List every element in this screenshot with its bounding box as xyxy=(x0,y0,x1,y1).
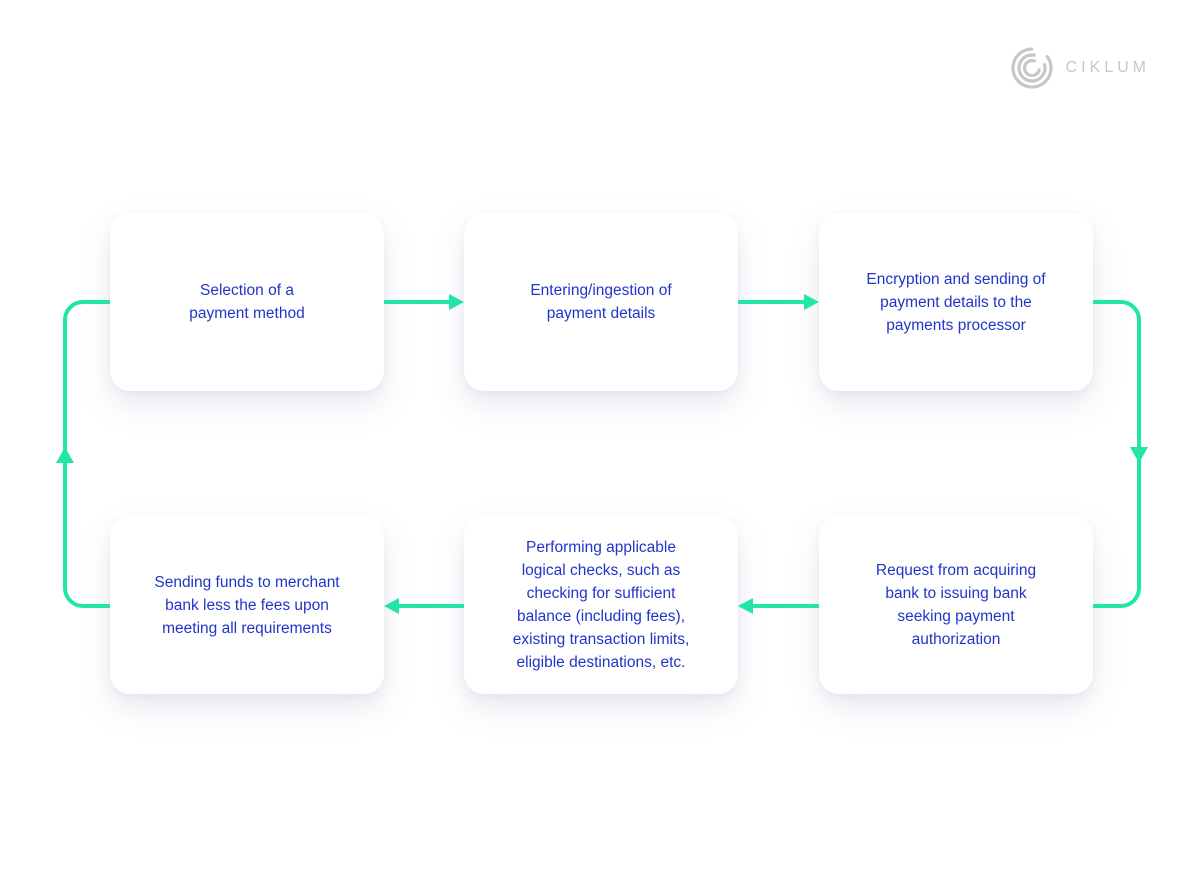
flow-step-label: Request from acquiring bank to issuing b… xyxy=(875,562,1037,648)
arrowhead-left-step6 xyxy=(384,598,399,614)
arrowhead-right-step2 xyxy=(449,294,464,310)
flow-step-label: Encryption and sending of payment detail… xyxy=(866,270,1046,334)
flow-step-encryption: Encryption and sending of payment detail… xyxy=(819,213,1093,391)
ciklum-logo-text: CIKLUM xyxy=(1065,59,1150,76)
arrowhead-left-step5 xyxy=(738,598,753,614)
connector-step6-step1 xyxy=(63,300,110,608)
connector-step3-step4 xyxy=(1093,300,1141,608)
flow-step-sending-funds: Sending funds to merchant bank less the … xyxy=(110,516,384,694)
arrowhead-up xyxy=(56,447,74,463)
flow-step-selection: Selection of a payment method xyxy=(110,213,384,391)
ciklum-logo-icon xyxy=(1010,47,1053,89)
flow-step-label: Sending funds to merchant bank less the … xyxy=(154,573,340,637)
flow-step-logical-checks: Performing applicable logical checks, su… xyxy=(464,516,738,694)
flow-step-label: Entering/ingestion of payment details xyxy=(530,282,672,322)
flow-step-entering-details: Entering/ingestion of payment details xyxy=(464,213,738,391)
arrowhead-down xyxy=(1130,447,1148,463)
flow-step-label: Performing applicable logical checks, su… xyxy=(512,539,690,671)
flow-step-label: Selection of a payment method xyxy=(189,282,305,322)
ciklum-logo: CIKLUM xyxy=(1010,46,1150,90)
arrowhead-right-step3 xyxy=(804,294,819,310)
flow-step-authorization-request: Request from acquiring bank to issuing b… xyxy=(819,516,1093,694)
